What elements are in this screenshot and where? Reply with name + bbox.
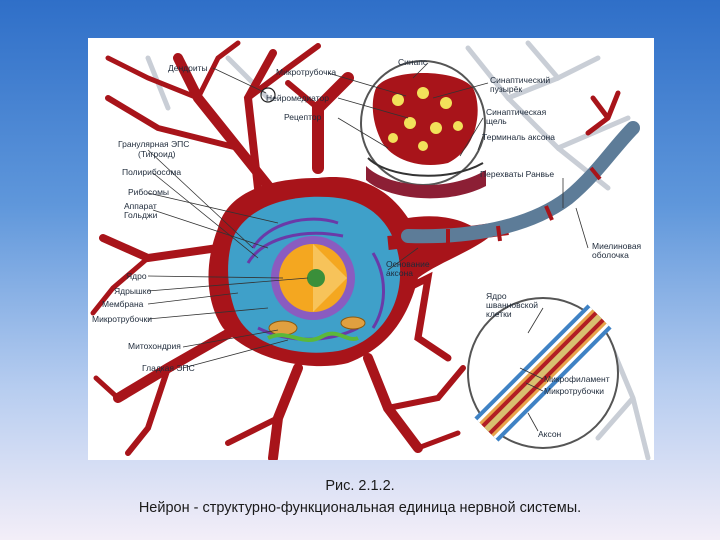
figure-number: Рис. 2.1.2. — [325, 478, 395, 494]
nucleus-cut — [313, 244, 347, 312]
neuron-diagram: Дендриты Микротрубочка Нейромедиатор Рец… — [88, 38, 654, 460]
label-axon-terminal: Терминаль аксона — [482, 132, 555, 142]
smooth-er — [267, 331, 359, 342]
myelinated-axon — [401, 121, 640, 244]
label-myelin: Миелиновая оболочка — [592, 241, 642, 260]
neuron-illustration — [88, 38, 654, 460]
dendrites — [90, 40, 621, 460]
label-ribosomes: Рибосомы — [128, 187, 170, 197]
mitochondrion — [340, 316, 366, 330]
label-dendrites: Дендриты — [168, 63, 208, 73]
label-synapse: Синапс — [398, 57, 428, 67]
figure-caption: Нейрон - структурно-функциональная едини… — [138, 500, 582, 516]
label-microtubules: Микротрубочки — [92, 314, 152, 324]
label-rough-er-sub: (Тигроид) — [138, 149, 176, 159]
label-nodes-ranvier: Перехваты Ранвье — [480, 169, 555, 179]
label-golgi: Аппарат Гольджи — [124, 201, 158, 220]
synaptic-vesicles — [388, 87, 463, 151]
postsynaptic-cell — [366, 166, 486, 199]
label-microtubule: Микротрубочка — [276, 67, 337, 77]
label-nucleolus: Ядрышко — [114, 286, 152, 296]
label-membrane: Мембрана — [102, 299, 144, 309]
label-polyribosome: Полирибосома — [122, 167, 182, 177]
label-microtubules-inset: Микротрубочки — [544, 386, 604, 396]
label-rough-er: Гранулярная ЭПС — [118, 139, 190, 149]
label-nucleus: Ядро — [126, 271, 147, 281]
nodes-of-ranvier — [446, 166, 602, 244]
label-microfilament: Микрофиламент — [544, 374, 610, 384]
label-mitochondria: Митохондрия — [128, 341, 181, 351]
label-axon-hillock: Основание аксона — [386, 259, 430, 278]
axon-layers — [474, 304, 612, 442]
label-neurotransmitter: Нейромедиатор — [266, 93, 329, 103]
postsynaptic-membrane — [367, 157, 484, 177]
nucleolus — [307, 269, 325, 287]
label-receptor: Рецептор — [284, 112, 322, 122]
synapse-marker — [260, 87, 276, 103]
label-synaptic-cleft: Синаптическая щель — [486, 107, 547, 126]
leader-lines — [147, 62, 589, 432]
label-schwann-nucleus: Ядро шванновской клетки — [486, 291, 539, 319]
mitochondrion — [268, 320, 298, 336]
label-synaptic-vesicle: Синаптический пузырёк — [490, 75, 551, 94]
label-smooth-er: Гладкая ЭПС — [142, 363, 195, 373]
label-axon: Аксон — [538, 429, 562, 439]
